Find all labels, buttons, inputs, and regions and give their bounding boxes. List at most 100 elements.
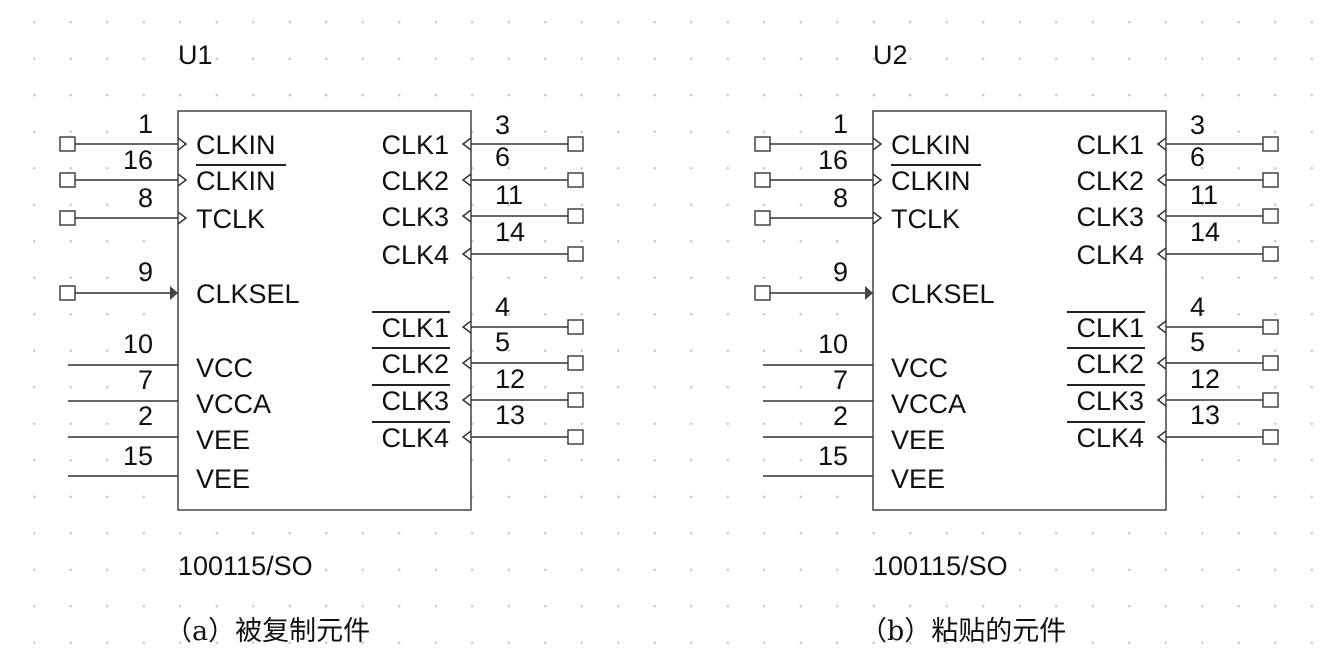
pin-number: 9	[833, 257, 848, 287]
net-port-icon[interactable]	[1262, 429, 1279, 445]
pin-name: VEE	[196, 464, 250, 494]
pin-number: 11	[495, 180, 523, 210]
net-port-icon[interactable]	[59, 285, 76, 301]
clock-triangle-icon	[872, 137, 883, 151]
pin-name: CLK2	[381, 349, 449, 379]
pin-name: CLK4	[381, 423, 449, 453]
clock-triangle-icon	[177, 137, 188, 151]
net-port-icon[interactable]	[59, 172, 76, 188]
pin-number: 4	[1190, 292, 1205, 322]
net-port-icon[interactable]	[754, 210, 771, 226]
pin-number: 5	[1190, 327, 1205, 357]
component-body[interactable]	[872, 110, 1167, 511]
clock-triangle-icon	[1156, 320, 1167, 334]
clock-triangle-icon	[461, 209, 472, 223]
pin-number: 8	[138, 183, 153, 213]
pin-name: CLKSEL	[196, 279, 300, 309]
pin-name: VEE	[891, 464, 945, 494]
net-port-icon[interactable]	[1262, 246, 1279, 262]
net-port-icon[interactable]	[567, 355, 584, 371]
figure-caption: （b）粘贴的元件	[860, 616, 1066, 647]
pin-name: VCCA	[891, 389, 966, 419]
net-port-icon[interactable]	[567, 319, 584, 335]
pin-number: 6	[495, 142, 510, 172]
pin-name: TCLK	[196, 204, 265, 234]
pin-name: VCCA	[196, 389, 271, 419]
clock-triangle-icon	[177, 173, 188, 187]
net-port-icon[interactable]	[754, 136, 771, 152]
clock-triangle-icon	[461, 173, 472, 187]
pin-name: VCC	[196, 353, 253, 383]
pin-name: CLK3	[1076, 202, 1144, 232]
net-port-icon[interactable]	[754, 285, 771, 301]
component-part-number: 100115/SO	[178, 551, 313, 581]
pin-name: CLK4	[1076, 423, 1144, 453]
net-port-icon[interactable]	[567, 392, 584, 408]
net-port-icon[interactable]	[1262, 208, 1279, 224]
net-port-icon[interactable]	[754, 172, 771, 188]
pin-name: CLK1	[381, 130, 449, 160]
clock-triangle-icon	[1156, 209, 1167, 223]
net-port-icon[interactable]	[567, 246, 584, 262]
clock-triangle-icon	[1156, 137, 1167, 151]
clock-triangle-icon	[1156, 393, 1167, 407]
clock-triangle-icon	[461, 247, 472, 261]
net-port-icon[interactable]	[567, 172, 584, 188]
component-body[interactable]	[177, 110, 472, 511]
net-port-icon[interactable]	[59, 210, 76, 226]
net-port-icon[interactable]	[1262, 319, 1279, 335]
pin-number: 5	[495, 327, 510, 357]
pin-number: 15	[123, 441, 153, 471]
pin-number: 7	[138, 365, 153, 395]
component-u1[interactable]: U1100115/SO1CLKIN16CLKIN8TCLK9CLKSEL10VC…	[59, 40, 584, 647]
net-port-icon[interactable]	[1262, 136, 1279, 152]
net-port-icon[interactable]	[567, 208, 584, 224]
net-port-icon[interactable]	[1262, 392, 1279, 408]
pin-name: CLK1	[1076, 313, 1144, 343]
net-port-icon[interactable]	[567, 136, 584, 152]
net-port-icon[interactable]	[1262, 355, 1279, 371]
pin-number: 10	[123, 329, 153, 359]
net-port-icon[interactable]	[59, 136, 76, 152]
component-u2[interactable]: U2100115/SO1CLKIN16CLKIN8TCLK9CLKSEL10VC…	[754, 40, 1279, 647]
net-port-icon[interactable]	[567, 429, 584, 445]
pin-name: CLK3	[381, 386, 449, 416]
figure-caption: （a）被复制元件	[165, 616, 370, 647]
pin-number: 13	[1190, 400, 1220, 430]
pin-number: 16	[818, 145, 848, 175]
net-port-icon[interactable]	[1262, 172, 1279, 188]
